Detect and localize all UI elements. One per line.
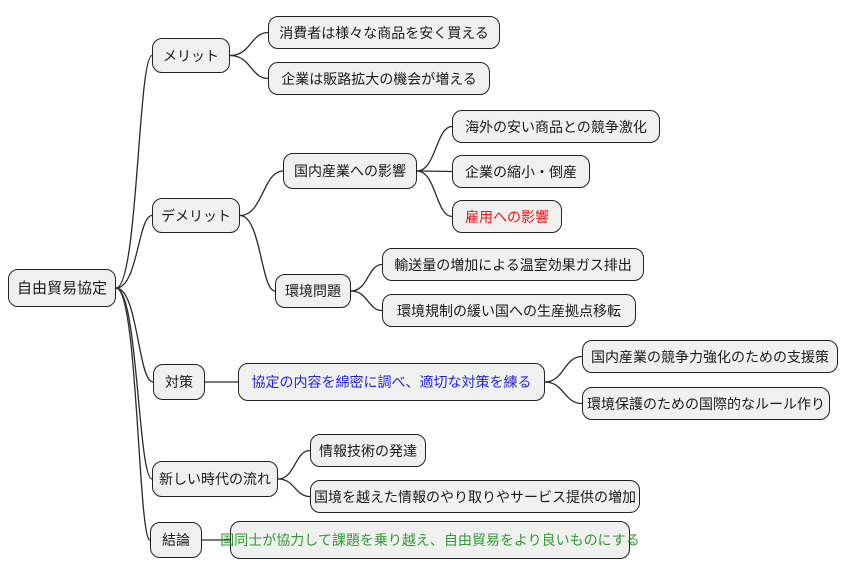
node-industry-support: 国内産業の競争力強化のための支援策 bbox=[582, 340, 838, 373]
link-plan-support bbox=[544, 355, 583, 383]
node-production-relocation: 環境規制の緩い国への生産拠点移転 bbox=[382, 294, 636, 327]
node-new-era: 新しい時代の流れ bbox=[152, 461, 278, 497]
link-domestic-competition bbox=[416, 125, 453, 172]
link-demerit-environment bbox=[239, 214, 276, 292]
node-plan-statement: 協定の内容を綿密に調べ、適切な対策を練る bbox=[238, 363, 545, 401]
node-competition-intensify: 海外の安い商品との競争激化 bbox=[452, 110, 660, 143]
link-merit-business bbox=[229, 54, 269, 80]
link-root-new-era bbox=[115, 287, 153, 480]
node-domestic-industry-impact: 国内産業への影響 bbox=[283, 153, 417, 189]
node-cross-border-services: 国境を越えた情報のやり取りやサービス提供の増加 bbox=[310, 480, 640, 513]
link-root-merit bbox=[115, 54, 153, 289]
link-domestic-shrink bbox=[416, 170, 453, 173]
node-international-rules: 環境保護のための国際的なルール作り bbox=[582, 387, 830, 420]
node-demerit: デメリット bbox=[152, 198, 240, 233]
node-conclusion-statement: 国同士が協力して課題を乗り越え、自由貿易をより良いものにする bbox=[220, 521, 640, 559]
node-conclusion: 結論 bbox=[150, 522, 202, 558]
node-root: 自由貿易協定 bbox=[8, 269, 116, 307]
node-ghg-emission: 輸送量の増加による温室効果ガス排出 bbox=[382, 248, 644, 281]
link-root-demerit bbox=[115, 214, 153, 289]
node-merit: メリット bbox=[152, 38, 230, 73]
link-newera-crossborder bbox=[277, 478, 311, 498]
node-business-expansion: 企業は販路拡大の機会が増える bbox=[268, 62, 490, 95]
node-environment-issue: 環境問題 bbox=[275, 274, 351, 308]
link-plan-rules bbox=[544, 381, 583, 405]
link-environment-relocation bbox=[350, 290, 383, 312]
link-environment-ghg bbox=[350, 263, 383, 292]
node-countermeasure: 対策 bbox=[153, 364, 205, 400]
link-root-countermeasure bbox=[115, 287, 154, 383]
link-root-conclusion bbox=[115, 287, 151, 541]
node-it-development: 情報技術の発達 bbox=[310, 434, 426, 467]
link-domestic-employment bbox=[416, 170, 453, 218]
node-employment-impact: 雇用への影響 bbox=[452, 200, 562, 233]
link-demerit-domestic bbox=[239, 170, 284, 217]
link-newera-it bbox=[277, 449, 311, 480]
link-merit-consumer bbox=[229, 31, 269, 57]
node-company-shrink-bankruptcy: 企業の縮小・倒産 bbox=[452, 155, 590, 188]
node-consumer-benefit: 消費者は様々な商品を安く買える bbox=[268, 16, 500, 49]
